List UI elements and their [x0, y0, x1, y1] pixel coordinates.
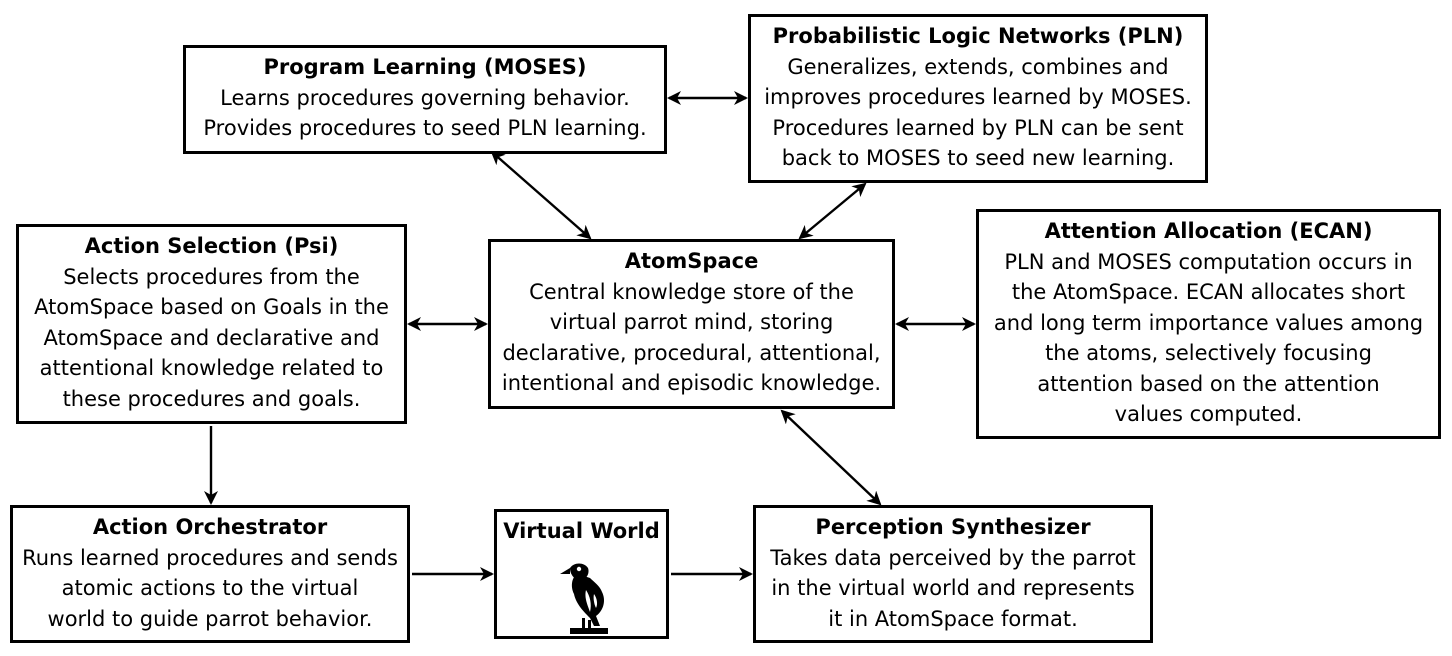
node-ecan: Attention Allocation (ECAN) PLN and MOSE… — [976, 209, 1441, 439]
node-description: Generalizes, extends, combines and impro… — [764, 54, 1192, 171]
node-title: AtomSpace — [624, 249, 759, 273]
node-orchestrator: Action Orchestrator Runs learned procedu… — [10, 505, 410, 643]
edge-pln-atomspace — [798, 182, 867, 240]
node-world: Virtual World — [494, 509, 669, 639]
node-title: Perception Synthesizer — [815, 515, 1091, 539]
node-pln: Probabilistic Logic Networks (PLN) Gener… — [748, 14, 1208, 183]
node-description: Learns procedures governing behavior. Pr… — [203, 85, 647, 141]
node-description: PLN and MOSES computation occurs in the … — [993, 249, 1424, 427]
node-description: Runs learned procedures and sends atomic… — [22, 545, 398, 631]
parrot-icon — [560, 563, 608, 634]
node-perception: Perception Synthesizer Takes data percei… — [753, 505, 1153, 643]
node-title: Attention Allocation (ECAN) — [1044, 219, 1373, 243]
node-title: Virtual World — [503, 519, 660, 543]
edge-atomspace-perception — [780, 409, 882, 506]
node-description: Selects procedures from the AtomSpace ba… — [34, 264, 389, 411]
node-description: Central knowledge store of the virtual p… — [501, 279, 882, 396]
node-title: Program Learning (MOSES) — [263, 55, 587, 79]
node-psi: Action Selection (Psi) Selects procedure… — [16, 224, 407, 424]
node-title: Probabilistic Logic Networks (PLN) — [772, 24, 1184, 48]
node-moses: Program Learning (MOSES) Learns procedur… — [183, 45, 667, 154]
node-description: Takes data perceived by the parrot in th… — [770, 545, 1136, 631]
node-title: Action Selection (Psi) — [84, 234, 339, 258]
node-atomspace: AtomSpace Central knowledge store of the… — [488, 239, 895, 409]
node-title: Action Orchestrator — [92, 515, 328, 539]
edge-moses-atomspace — [490, 150, 592, 240]
